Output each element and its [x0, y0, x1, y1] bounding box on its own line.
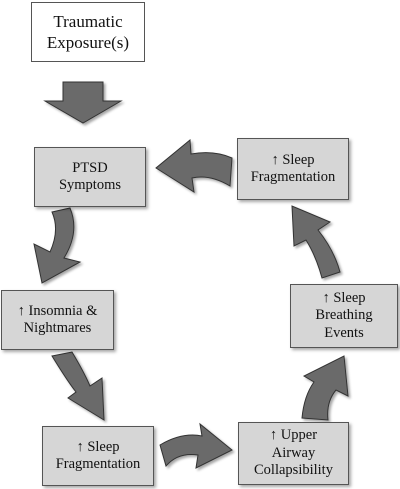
arrow-breathing-to-fragmentation — [291, 205, 341, 279]
arrow-fragmentation-to-ptsd — [155, 138, 233, 194]
arrow-ptsd-to-insomnia — [33, 207, 82, 284]
node-label: Traumatic Exposure(s) — [46, 11, 130, 52]
arrow-exposure-to-ptsd — [43, 81, 123, 124]
node-label: PTSD Symptoms — [58, 159, 122, 193]
node-label: ↑ Sleep Fragmentation — [55, 438, 141, 472]
node-label: ↑ Sleep Breathing Events — [315, 289, 373, 341]
arrow-airway-to-breathing — [301, 355, 349, 421]
node-sleep-fragmentation-bottom: ↑ Sleep Fragmentation — [42, 426, 154, 486]
node-traumatic-exposure: Traumatic Exposure(s) — [31, 2, 145, 62]
node-label: ↑ Insomnia & Nightmares — [17, 302, 98, 336]
node-ptsd-symptoms: PTSD Symptoms — [34, 147, 146, 207]
node-sleep-fragmentation-top: ↑ Sleep Fragmentation — [237, 138, 349, 200]
node-sleep-breathing-events: ↑ Sleep Breathing Events — [290, 284, 398, 348]
node-label: ↑ Upper Airway Collapsibility — [254, 427, 333, 479]
node-label: ↑ Sleep Fragmentation — [250, 151, 336, 185]
arrow-fragmentation-to-airway — [159, 422, 233, 469]
node-insomnia-nightmares: ↑ Insomnia & Nightmares — [1, 290, 114, 350]
arrow-insomnia-to-fragmentation — [51, 351, 105, 421]
node-upper-airway-collapsibility: ↑ Upper Airway Collapsibility — [238, 422, 349, 485]
